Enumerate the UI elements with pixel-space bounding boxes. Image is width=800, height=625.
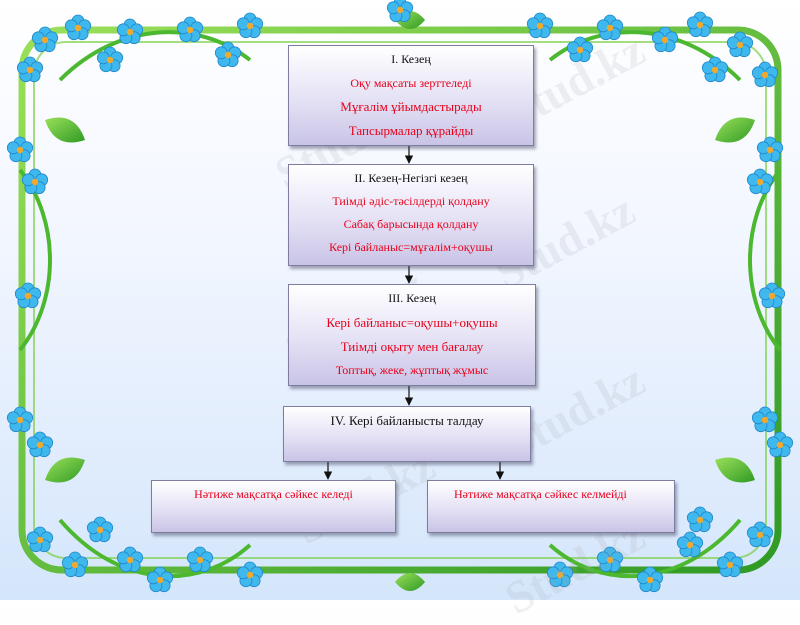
stage-4-box: IV. Кері байланысты талдау [283, 406, 531, 462]
stage-2-title: II. Кезең-Негізгі кезең [354, 171, 468, 185]
outcome-matches-box: Нәтиже мақсатқа сәйкес келеді [151, 480, 396, 533]
floral-frame [6, 0, 794, 593]
stage-3-line-1: Кері байланыс=оқушы+оқушы [326, 315, 498, 330]
stage-3-line-3: Топтық, жеке, жұптық жұмыс [335, 363, 489, 377]
stage-1-line-2: Мұғалім ұйымдастырады [340, 99, 482, 114]
outcome-not-matches-box: Нәтиже мақсатқа сәйкес келмейді [427, 480, 675, 533]
stage-1-box: I. Кезең Оқу мақсаты зерттеледі Мұғалім … [288, 45, 534, 146]
stage-4-title: IV. Кері байланысты талдау [330, 413, 484, 428]
stage-1-line-3: Тапсырмалар құрайды [348, 123, 474, 138]
outcome-not-matches-label: Нәтиже мақсатқа сәйкес келмейді [454, 487, 627, 501]
stage-2-line-1: Тиімді әдіс-тәсілдерді қолдану [332, 194, 490, 208]
outcome-matches-label: Нәтиже мақсатқа сәйкес келеді [194, 487, 353, 501]
stage-2-line-3: Кері байланыс=мұғалім+оқушы [329, 240, 493, 254]
stage-3-box: III. Кезең Кері байланыс=оқушы+оқушы Тиі… [288, 284, 536, 386]
stage-3-line-2: Тиімді оқыту мен бағалау [340, 339, 484, 354]
stage-1-title: I. Кезең [391, 52, 431, 66]
stage-1-line-1: Оқу мақсаты зерттеледі [350, 76, 472, 90]
stage-3-title: III. Кезең [388, 291, 436, 305]
stage-2-box: II. Кезең-Негізгі кезең Тиімді әдіс-тәсі… [288, 164, 534, 266]
stage-2-line-2: Сабақ барысында қолдану [343, 217, 479, 231]
